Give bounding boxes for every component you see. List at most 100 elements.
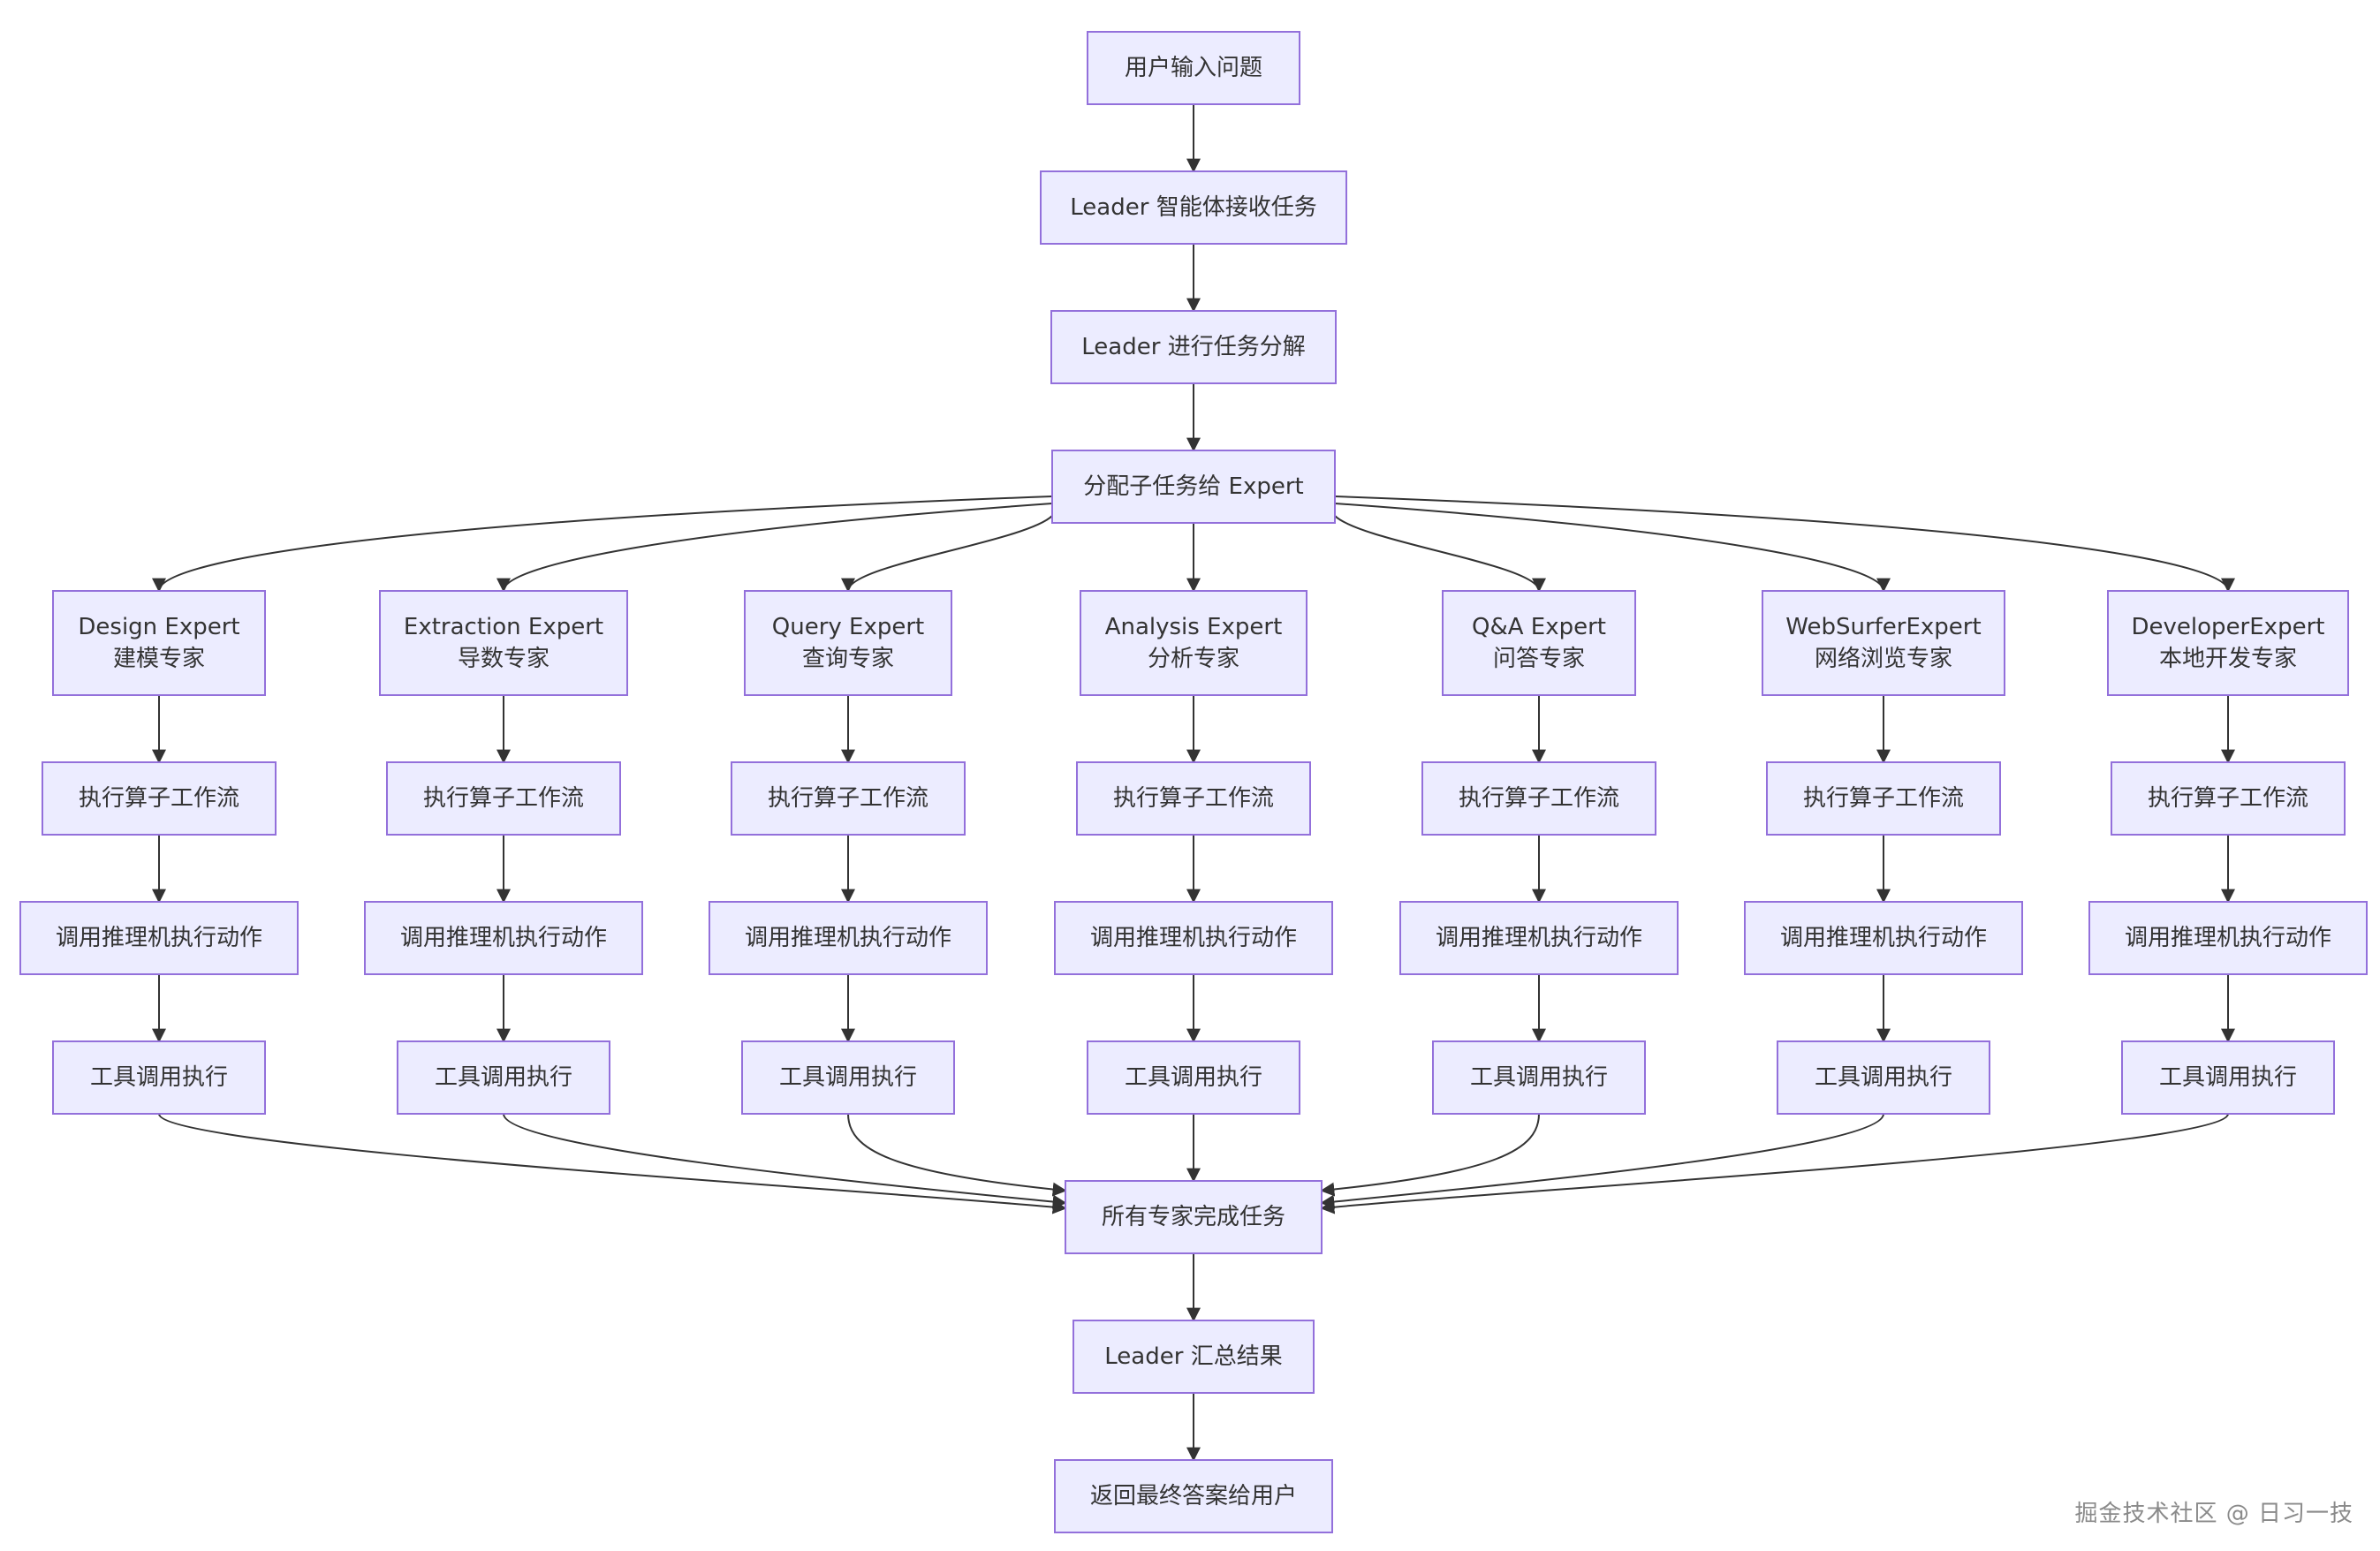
expert-developer-label-1: DeveloperExpert [2132,614,2325,640]
tool-qa: 工具调用执行 [1432,1040,1646,1115]
edge-websurfer-done [1320,1113,1884,1209]
node-all-done: 所有专家完成任务 [1065,1180,1323,1254]
inference-query: 调用推理机执行动作 [709,901,988,975]
edge-qa-done [1320,1113,1540,1197]
workflow-query-box [731,761,966,836]
expert-websurfer-box [1762,590,2005,696]
expert-qa-box [1442,590,1636,696]
workflow-query: 执行算子工作流 [731,761,966,836]
node-leader-receive: Leader 智能体接收任务 [1040,170,1347,245]
inference-extraction: 调用推理机执行动作 [364,901,643,975]
node-all-done-box [1065,1180,1323,1254]
node-user-input: 用户输入问题 [1087,31,1300,105]
expert-developer-label-2: 本地开发专家 [2159,646,2297,672]
edge-assign-extraction [496,503,1053,593]
expert-query: Query Expert 查询专家 [744,590,952,696]
tool-websurfer: 工具调用执行 [1777,1040,1990,1115]
expert-design-box [52,590,266,696]
tool-design-box [52,1040,266,1115]
inference-developer-box [2088,901,2368,975]
workflow-extraction-box [386,761,621,836]
node-leader-receive-label: Leader 智能体接收任务 [1070,194,1316,221]
expert-query-label-2: 查询专家 [802,646,894,672]
tool-query-box [741,1040,955,1115]
inference-qa: 调用推理机执行动作 [1399,901,1679,975]
watermark: 掘金技术社区 @ 日习一技 [2074,1501,2353,1527]
inference-qa-label: 调用推理机执行动作 [1436,925,1642,951]
node-return-answer-box [1054,1459,1333,1533]
expert-query-label-1: Query Expert [772,614,924,640]
node-leader-summary-box [1073,1320,1315,1394]
node-return-answer-label: 返回最终答案给用户 [1090,1483,1297,1509]
expert-analysis-label-1: Analysis Expert [1105,614,1283,640]
node-leader-receive-box [1040,170,1347,245]
inference-websurfer-box [1744,901,2023,975]
inference-developer-label: 调用推理机执行动作 [2125,925,2331,951]
inference-websurfer-label: 调用推理机执行动作 [1780,925,1987,951]
expert-websurfer-label-1: WebSurferExpert [1785,614,1981,640]
expert-qa-label-1: Q&A Expert [1472,614,1606,640]
tool-qa-box [1432,1040,1646,1115]
workflow-extraction-label: 执行算子工作流 [423,785,584,812]
workflow-analysis-label: 执行算子工作流 [1113,785,1274,812]
tool-design-label: 工具调用执行 [90,1064,228,1091]
inference-analysis-box [1054,901,1333,975]
tool-extraction: 工具调用执行 [397,1040,610,1115]
expert-extraction-label-2: 导数专家 [458,646,550,672]
edge-query-done [847,1113,1067,1197]
node-return-answer: 返回最终答案给用户 [1054,1459,1333,1533]
workflow-design: 执行算子工作流 [42,761,277,836]
inference-design-label: 调用推理机执行动作 [56,925,262,951]
inference-analysis: 调用推理机执行动作 [1054,901,1333,975]
workflow-design-box [42,761,277,836]
inference-query-label: 调用推理机执行动作 [745,925,951,951]
tool-developer-label: 工具调用执行 [2159,1064,2297,1091]
workflow-qa-label: 执行算子工作流 [1459,785,1619,812]
tool-qa-label: 工具调用执行 [1470,1064,1608,1091]
edge-extraction-done [503,1113,1067,1209]
tool-analysis-box [1087,1040,1300,1115]
edge-assign-developer [1334,496,2235,593]
node-leader-summary: Leader 汇总结果 [1073,1320,1315,1394]
inference-developer: 调用推理机执行动作 [2088,901,2368,975]
workflow-websurfer-label: 执行算子工作流 [1803,785,1964,812]
node-user-input-label: 用户输入问题 [1125,55,1262,81]
expert-extraction-box [379,590,628,696]
tool-websurfer-box [1777,1040,1990,1115]
tool-analysis-label: 工具调用执行 [1125,1064,1262,1091]
expert-analysis-box [1080,590,1307,696]
workflow-developer-box [2111,761,2346,836]
inference-query-box [709,901,988,975]
tool-developer: 工具调用执行 [2121,1040,2335,1115]
edge-design-done [158,1113,1067,1214]
workflow-qa: 执行算子工作流 [1421,761,1656,836]
edges [152,104,2235,1462]
node-assign-box [1051,450,1336,524]
edge-assign-query [841,515,1053,593]
expert-developer: DeveloperExpert 本地开发专家 [2107,590,2349,696]
node-user-input-box [1087,31,1300,105]
tool-query-label: 工具调用执行 [779,1064,917,1091]
tool-extraction-label: 工具调用执行 [435,1064,572,1091]
workflow-developer-label: 执行算子工作流 [2148,785,2308,812]
workflow-extraction: 执行算子工作流 [386,761,621,836]
edge-assign-design [152,496,1053,593]
workflow-websurfer-box [1766,761,2001,836]
node-leader-decompose-box [1050,310,1337,384]
workflow-qa-box [1421,761,1656,836]
inference-design: 调用推理机执行动作 [19,901,299,975]
expert-design-label-1: Design Expert [78,614,239,640]
node-all-done-label: 所有专家完成任务 [1102,1204,1285,1230]
node-leader-decompose-label: Leader 进行任务分解 [1081,334,1305,360]
node-leader-decompose: Leader 进行任务分解 [1050,310,1337,384]
workflow-analysis: 执行算子工作流 [1076,761,1311,836]
inference-qa-box [1399,901,1679,975]
workflow-query-label: 执行算子工作流 [768,785,929,812]
tool-design: 工具调用执行 [52,1040,266,1115]
